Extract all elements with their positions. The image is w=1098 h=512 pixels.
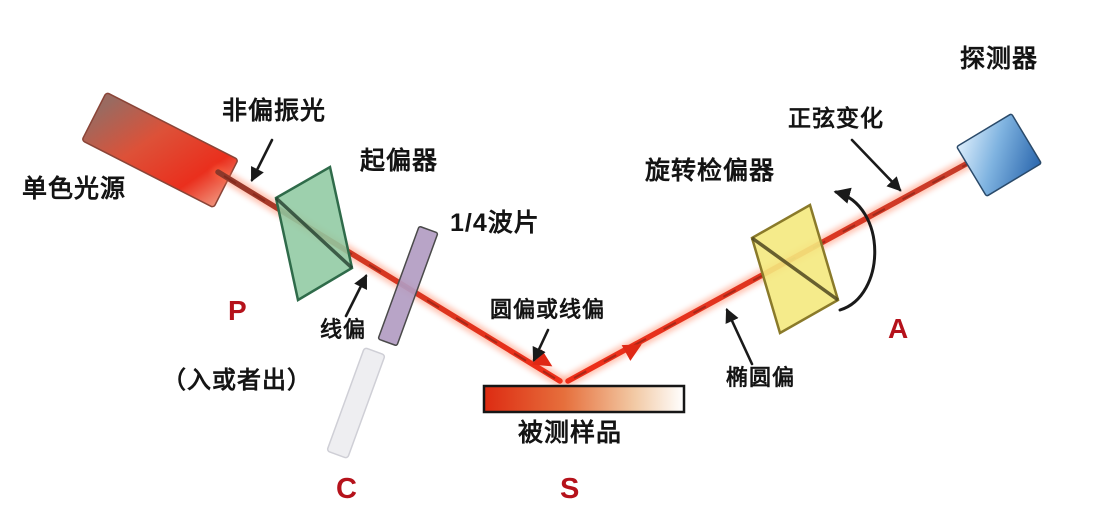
beam-reflected-core <box>573 154 985 379</box>
label-detector: 探测器 <box>960 45 1039 73</box>
label-quarter-wave-plate: 1/4波片 <box>450 209 540 237</box>
arrow-linear-polarization <box>344 274 368 318</box>
beam-incident <box>215 169 563 384</box>
quarter-wave-plate <box>377 226 439 346</box>
detector <box>956 113 1042 197</box>
label-letter-c: C <box>336 473 357 505</box>
label-polarizer: 起偏器 <box>360 147 439 175</box>
label-sample: 被测样品 <box>518 419 623 447</box>
polarizer-diagonal <box>274 196 354 270</box>
sample-bar <box>482 384 686 414</box>
analyzer-prism <box>750 203 840 335</box>
label-sinusoidal: 正弦变化 <box>788 105 884 131</box>
arrow-unpolarized-light <box>250 138 274 182</box>
label-letter-p: P <box>228 295 247 326</box>
label-unpolarized-light: 非偏振光 <box>222 97 327 125</box>
label-letter-a: A <box>888 313 909 344</box>
label-circular-or-linear: 圆偏或线偏 <box>490 297 606 322</box>
analyzer-diagonal <box>750 236 840 302</box>
rotation-arrow <box>833 187 877 312</box>
label-in-or-out: （入或者出） <box>162 367 312 394</box>
label-rotating-analyzer: 旋转检偏器 <box>645 157 776 185</box>
polarizer-prism <box>274 165 354 302</box>
arrow-elliptical-polarization <box>725 308 754 366</box>
label-elliptical: 椭圆偏 <box>726 365 796 390</box>
arrow-sinusoidal-variation <box>850 138 902 192</box>
label-letter-s: S <box>560 473 580 505</box>
arrow-circular-or-linear <box>532 328 550 362</box>
label-light-source: 单色光源 <box>22 175 127 203</box>
label-linear-polarization: 线偏 <box>320 317 367 342</box>
beam-arrowhead-reflected <box>621 344 642 361</box>
waveplate-holder <box>326 347 386 459</box>
